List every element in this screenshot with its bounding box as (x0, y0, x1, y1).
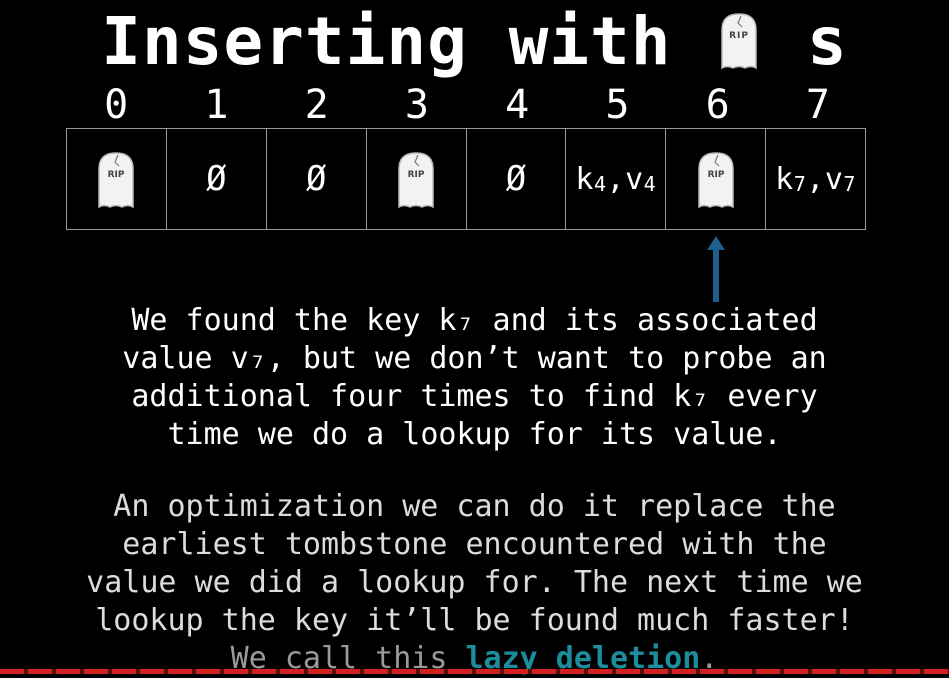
index-label: 0 (104, 82, 129, 128)
table-cell-7: k7,v7 (766, 129, 865, 229)
slide-title: Inserting with RIP s (0, 4, 949, 80)
index-label: 5 (605, 82, 630, 128)
tombstone-icon: RIP (98, 152, 135, 209)
empty-slot-symbol: Ø (505, 159, 527, 199)
index-label: 4 (505, 82, 530, 128)
explanation-paragraph: We found the key k₇ and its associated v… (0, 302, 949, 454)
svg-text:RIP: RIP (108, 170, 125, 180)
text-line: time we do a lookup for its value. (167, 417, 782, 452)
svg-text:RIP: RIP (707, 170, 724, 180)
key-value-pair: k4,v4 (575, 161, 657, 197)
table-cell-0: RIP (67, 129, 167, 229)
text-line: earliest tombstone encountered with the (122, 527, 827, 562)
tombstone-icon: RIP (398, 152, 434, 209)
tombstone-icon: RIP (697, 152, 734, 209)
key-value-pair: k7,v7 (775, 161, 856, 197)
index-label: 1 (204, 82, 229, 128)
title-text-after: s (807, 3, 848, 80)
index-label: 6 (705, 82, 730, 128)
svg-text:RIP: RIP (408, 170, 425, 180)
table-cell-4: Ø (467, 129, 567, 229)
table-cell-5: k4,v4 (566, 129, 667, 229)
text-line: value we did a lookup for. The next time… (86, 565, 863, 600)
text-line: value v₇, but we don’t want to probe an (122, 341, 827, 376)
table-cell-3: RIP (367, 129, 467, 229)
index-label: 2 (304, 82, 329, 128)
table-cell-6: RIP (666, 129, 767, 229)
empty-slot-symbol: Ø (206, 159, 227, 199)
text-line: lookup the key it’ll be found much faste… (95, 603, 854, 638)
text-line: We found the key k₇ and its associated (131, 303, 818, 338)
table-cell-1: Ø (167, 129, 267, 229)
title-text-before: Inserting with (101, 3, 672, 80)
empty-slot-symbol: Ø (305, 159, 327, 199)
text-after: . (700, 641, 719, 676)
text-line: additional four times to find k₇ every (131, 379, 818, 414)
optimization-paragraph: An optimization we can do it replace the… (0, 488, 949, 678)
pointer-arrow-icon (707, 236, 725, 302)
index-label: 7 (805, 82, 830, 128)
tombstone-icon: RIP (721, 13, 758, 70)
text-line: An optimization we can do it replace the (113, 489, 836, 524)
svg-text:RIP: RIP (729, 31, 749, 41)
index-row: 0 1 2 3 4 5 6 7 (66, 82, 868, 128)
video-progress-bar[interactable] (0, 669, 949, 674)
index-label: 3 (404, 82, 429, 128)
table-cell-2: Ø (267, 129, 367, 229)
